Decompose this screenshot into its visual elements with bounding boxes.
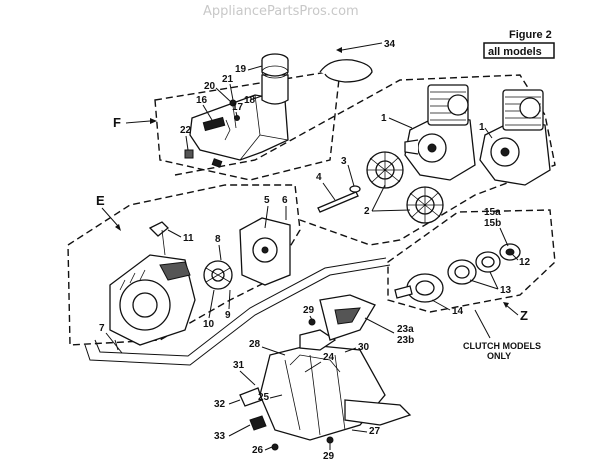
callout-1a: 1 (381, 113, 387, 124)
figure-header: Figure 2 all models (483, 29, 555, 59)
shaft-part-4 (317, 185, 361, 213)
drive-tube-outline (84, 264, 391, 366)
figure-title: Figure 2 (509, 29, 552, 41)
section-e-boundary (67, 184, 301, 346)
callout-34: 34 (384, 39, 396, 50)
callout-5: 5 (264, 195, 270, 206)
section-z-label: Z (520, 308, 528, 323)
callout-33: 33 (214, 431, 226, 442)
fuel-tank (184, 53, 289, 168)
section-f-boundary (154, 69, 341, 181)
callout-18: 18 (244, 95, 256, 106)
callout-23b: 23b (397, 335, 414, 346)
clutch-shoes (447, 243, 521, 285)
flywheel-lower (406, 186, 444, 224)
callout-16: 16 (196, 95, 208, 106)
callout-19: 19 (235, 64, 247, 75)
callout-4: 4 (316, 172, 322, 183)
callout-17: 17 (232, 102, 244, 113)
section-f-label: F (113, 115, 121, 130)
section-f-arrow (125, 120, 151, 124)
callout-31: 31 (233, 360, 245, 371)
callout-3: 3 (341, 156, 347, 167)
callout-25: 25 (258, 392, 270, 403)
engine-block-right (479, 89, 551, 186)
callout-2: 2 (364, 206, 370, 217)
figure-subtitle: all models (488, 46, 542, 58)
callout-10: 10 (203, 319, 215, 330)
callout-11: 11 (183, 233, 194, 244)
flywheel-upper (366, 151, 404, 189)
callout-26: 26 (252, 445, 264, 456)
callout-20: 20 (204, 81, 216, 92)
figure-subtitle-box (483, 42, 555, 59)
callout-6: 6 (282, 195, 288, 206)
callout-29a: 29 (303, 305, 315, 316)
callout-12: 12 (519, 257, 531, 268)
clutch-note-line2: ONLY (487, 351, 511, 361)
starter-cover (239, 217, 291, 286)
clutch-note-line1: CLUTCH MODELS (463, 341, 541, 351)
callout-30: 30 (358, 342, 370, 353)
callout-9: 9 (225, 310, 231, 321)
snap-ring (319, 42, 383, 83)
callout-15a: 15a (484, 207, 501, 218)
lower-housing (239, 294, 412, 451)
callout-32: 32 (214, 399, 226, 410)
callout-22: 22 (180, 125, 192, 136)
engine-group-boundary (174, 74, 556, 246)
callout-7: 7 (99, 323, 105, 334)
callout-8: 8 (215, 234, 221, 245)
section-z-boundary (387, 209, 556, 313)
starter-housing (109, 254, 196, 346)
callout-14: 14 (452, 306, 464, 317)
callout-21: 21 (222, 74, 234, 85)
callout-28: 28 (249, 339, 261, 350)
recoil-pulley (203, 260, 233, 290)
starter-handle (148, 221, 169, 256)
callout-15b: 15b (484, 218, 501, 229)
callout-13: 13 (500, 285, 512, 296)
callout-23a: 23a (397, 324, 414, 335)
callout-27: 27 (369, 426, 381, 437)
watermark: AppliancePartsPros.com (203, 4, 359, 19)
callout-29b: 29 (323, 451, 335, 462)
callout-1b: 1 (479, 122, 485, 133)
clutch-drum (394, 273, 444, 303)
callout-24: 24 (323, 352, 335, 363)
callouts: 1 1 2 3 4 5 6 7 8 9 10 11 12 13 14 15a 1… (99, 39, 531, 462)
engine-block-left (404, 84, 476, 181)
section-e-label: E (96, 193, 105, 208)
